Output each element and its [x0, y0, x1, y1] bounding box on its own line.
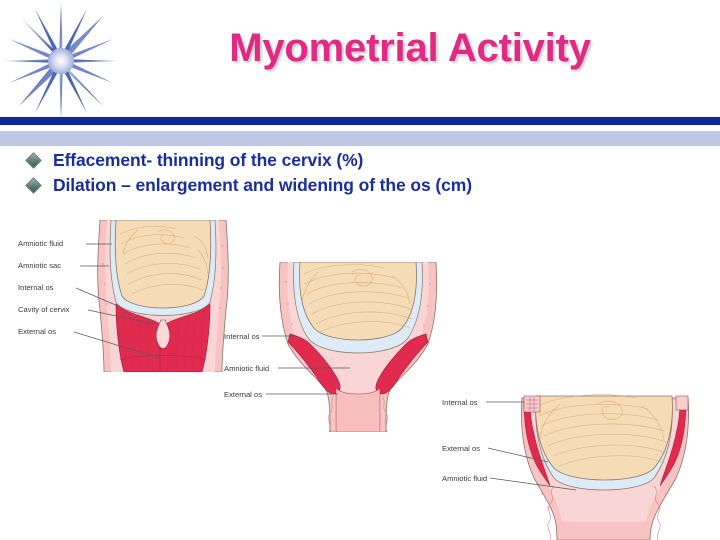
figure1-label-external-os: External os — [18, 327, 56, 336]
starburst-logo — [2, 0, 120, 122]
figure1-label-amniotic-fluid: Amniotic fluid — [18, 239, 63, 248]
internal-os-hatch-right — [675, 395, 689, 411]
divider-navy-bar — [0, 117, 720, 125]
figure1-label-cavity-of-cervix: Cavity of cervix — [18, 305, 70, 314]
fetal-head — [299, 262, 417, 341]
fetal-head-texture — [301, 264, 413, 333]
leader-lines — [262, 335, 350, 395]
bullet-text-dilation: Dilation – enlargement and widening of t… — [53, 175, 472, 195]
list-item: Effacement- thinning of the cervix (%) — [0, 148, 720, 173]
fetal-head-texture — [537, 394, 667, 467]
fetal-head — [114, 220, 212, 309]
wall-speckles — [102, 243, 224, 309]
leader-lines — [73, 243, 161, 359]
wall-speckles — [541, 493, 667, 509]
cervix-right-rim — [659, 401, 687, 487]
figure2-label-internal-os: Internal os — [224, 332, 260, 341]
cervix-left-rim — [523, 401, 551, 487]
diamond-bullet-icon — [25, 152, 42, 169]
figure-cervix-effaced: Internal os Amniotic fluid External os — [222, 262, 472, 432]
page-title: Myometrial Activity — [229, 26, 591, 70]
list-item: Dilation – enlargement and widening of t… — [0, 173, 720, 198]
cervix-texture — [121, 309, 205, 371]
figure3-label-amniotic-fluid: Amniotic fluid — [442, 474, 487, 483]
divider-light-bar — [0, 131, 720, 146]
bullet-text-effacement: Effacement- thinning of the cervix (%) — [53, 150, 364, 170]
wall-speckles — [285, 281, 431, 327]
leader-lines — [486, 401, 577, 491]
bullet-list: Effacement- thinning of the cervix (%) D… — [0, 148, 720, 198]
diamond-bullet-icon — [25, 177, 42, 194]
vaginal-rugae — [547, 485, 661, 540]
figure-cervix-dilated: Internal os External os Amniotic fluid — [436, 390, 720, 540]
slide-header: Myometrial Activity — [0, 0, 720, 119]
figure1-label-internal-os: Internal os — [18, 283, 54, 292]
cavity-of-cervix — [155, 319, 171, 349]
figure2-label-amniotic-fluid: Amniotic fluid — [224, 364, 269, 373]
external-os-opening — [335, 387, 381, 432]
figure3-label-internal-os: Internal os — [442, 398, 478, 407]
vaginal-rugae — [328, 395, 388, 432]
fetal-head-texture — [119, 226, 209, 295]
external-os-marker — [119, 355, 207, 361]
figure1-label-amniotic-sac: Amniotic sac — [18, 261, 61, 270]
figure-cervix-uneffaced-undilated: Amniotic fluid Amniotic sac Internal os … — [8, 220, 248, 372]
divider-white-gap — [0, 125, 720, 131]
internal-os-hatch — [523, 395, 541, 413]
figure2-label-external-os: External os — [224, 390, 262, 399]
figure-group: Amniotic fluid Amniotic sac Internal os … — [0, 218, 720, 540]
figure3-label-external-os: External os — [442, 444, 480, 453]
